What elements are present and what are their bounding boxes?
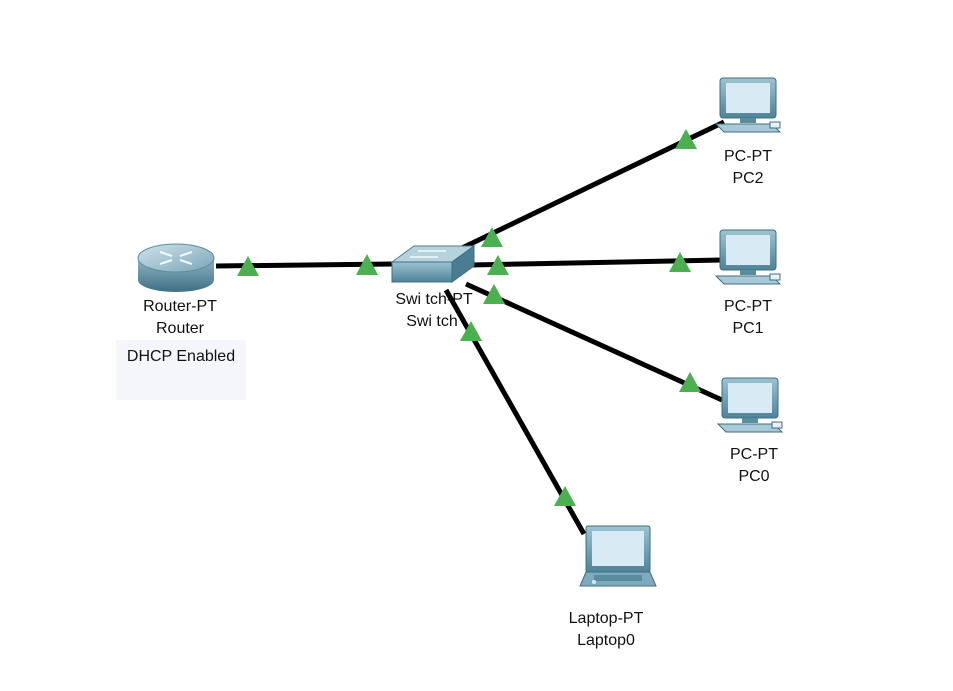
pc2-model-label: PC-PT bbox=[724, 148, 772, 165]
link-indicator-switch-pc2-side bbox=[481, 227, 503, 247]
laptop-icon[interactable] bbox=[579, 525, 657, 587]
switch-icon[interactable] bbox=[390, 245, 476, 283]
pc1-model-label: PC-PT bbox=[724, 298, 772, 315]
pc2-name-label: PC2 bbox=[732, 170, 764, 187]
link-indicator-switch-pc0-side bbox=[483, 284, 505, 304]
pc1-name-label: PC1 bbox=[732, 320, 764, 337]
laptop0-name-label: Laptop0 bbox=[577, 632, 635, 649]
router-icon[interactable] bbox=[137, 243, 215, 292]
link-indicator-router-side bbox=[237, 256, 259, 276]
link-indicator-pc2-side bbox=[675, 129, 697, 149]
link-switch-pc0[interactable] bbox=[464, 281, 724, 403]
link-indicator-laptop-side bbox=[554, 486, 576, 506]
pc0-icon[interactable] bbox=[716, 377, 784, 433]
router-dhcp-note: DHCP Enabled bbox=[126, 348, 236, 365]
router-note-box bbox=[116, 340, 246, 400]
link-indicator-pc0-side bbox=[679, 372, 701, 392]
laptop0-model-label: Laptop-PT bbox=[568, 610, 644, 627]
pc0-model-label: PC-PT bbox=[730, 446, 778, 463]
switch-model-label: Swi tch-PT bbox=[395, 291, 473, 308]
link-indicator-pc1-side bbox=[669, 252, 691, 272]
switch-name-label: Swi tch bbox=[406, 313, 458, 330]
pc1-icon[interactable] bbox=[714, 229, 782, 285]
link-indicator-switch-pc1-side bbox=[487, 255, 509, 275]
pc0-name-label: PC0 bbox=[738, 468, 770, 485]
link-indicator-switch-laptop-side bbox=[460, 321, 482, 341]
link-indicator-switch-router-side bbox=[356, 254, 378, 275]
router-model-label: Router-PT bbox=[143, 298, 217, 315]
router-name-label: Router bbox=[155, 320, 205, 337]
pc2-icon[interactable] bbox=[714, 77, 782, 133]
